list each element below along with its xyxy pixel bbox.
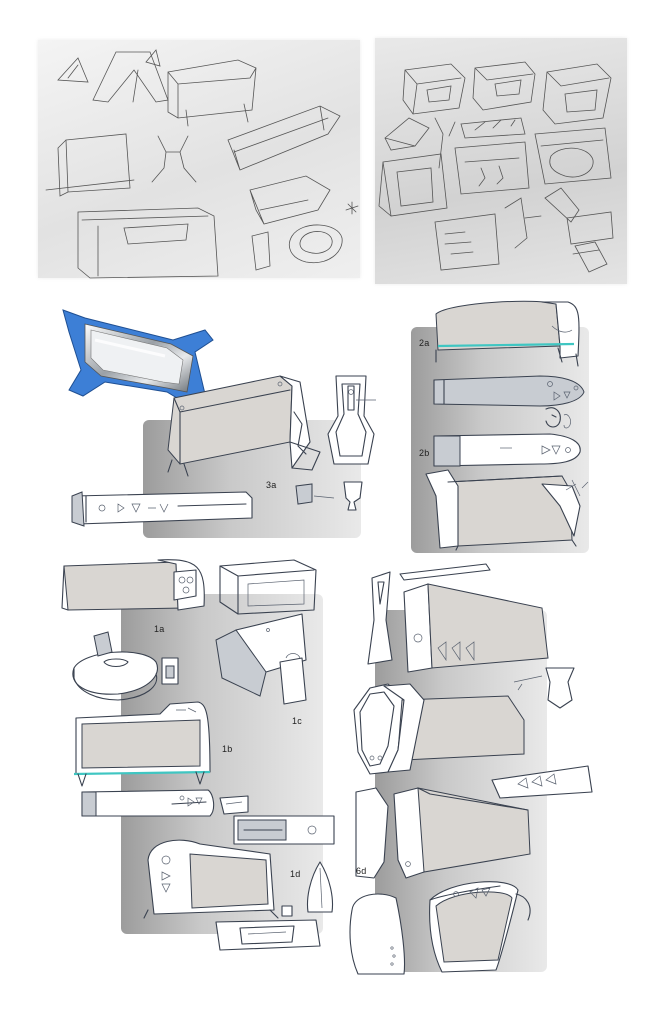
label-3a: 3a: [266, 480, 277, 490]
blue-x-frame-render: [62, 309, 214, 405]
sketch-1a-round-base: [72, 631, 158, 701]
sketch-2a-side-bar: [433, 375, 585, 407]
sketch-1a-box-outline: [219, 559, 317, 615]
sketch-1a-top-unit: [61, 559, 205, 611]
sketch-1d-slot-part: [233, 815, 335, 845]
sketch-2a-detail: [545, 407, 571, 429]
sketch-1a-small-tab: [161, 657, 179, 685]
label-1b: 1b: [222, 744, 233, 754]
sketch-1c-angled-unit: [215, 613, 307, 705]
sketch-1d-small-knob: [281, 905, 293, 917]
label-1c: 1c: [292, 716, 302, 726]
sketch-2b-middle-bar: [433, 433, 581, 467]
sketch-3a-main-unit: [167, 375, 321, 477]
sketch-1d-fin-part: [306, 861, 334, 913]
label-2b: 2b: [419, 448, 430, 458]
sketch-1b-control-bar: [81, 789, 249, 817]
label-2a: 2a: [419, 338, 430, 348]
sketch-2a-top-unit: [435, 300, 580, 367]
sketch-3a-small-parts: [295, 481, 363, 511]
sketch-6-lower-unit: [355, 787, 531, 879]
sketch-3a-side-profile: [327, 375, 376, 465]
sketch-6-vent-detail: [491, 765, 593, 799]
sketch-6-middle-unit: [353, 683, 525, 775]
label-1d: 1d: [290, 869, 301, 879]
label-1a: 1a: [154, 624, 165, 634]
sketch-6-mid-detail: [513, 667, 575, 709]
sketch-1d-bottom-tray: [215, 919, 321, 951]
label-6d: 6d: [356, 866, 367, 876]
sketch-1d-main-unit: [143, 839, 279, 919]
sketch-6d-speaker: [349, 881, 531, 975]
sketch-3a-long-bar: [71, 491, 253, 527]
sketch-2b-stand-unit: [425, 469, 589, 551]
sketch-6-top-parts: [367, 563, 491, 665]
pencil-sketches-right: [378, 61, 614, 273]
pencil-sketch-sheet-left: [38, 40, 360, 278]
sketch-1b-main-unit: [73, 701, 211, 787]
pencil-sketch-sheet-right: [375, 38, 627, 284]
pencil-sketches-left: [45, 49, 359, 279]
sketch-6-top-unit: [403, 583, 549, 673]
